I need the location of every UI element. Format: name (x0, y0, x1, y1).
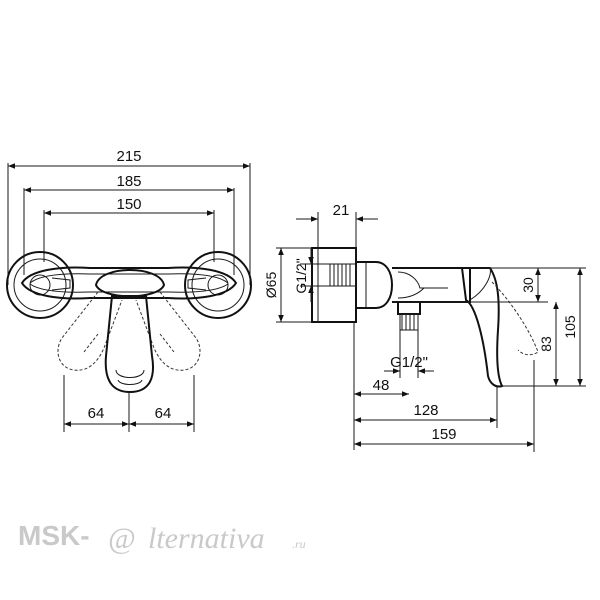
dim-label-128: 128 (413, 402, 438, 419)
dim-label-d65: Ø65 (263, 272, 279, 299)
right-escutcheon (184, 251, 252, 319)
side-view: 21 Ø65 G1/2" G1/2" 48 128 159 (263, 202, 586, 452)
svg-text:@: @ (108, 522, 136, 555)
dim-label-thread-bottom: G1/2" (390, 354, 428, 371)
dim-label-150: 150 (116, 196, 141, 213)
side-handle (460, 267, 539, 388)
watermark-logo: MSK- @ lternativa .ru (18, 520, 306, 555)
handle-center (104, 295, 154, 394)
svg-text:lternativa: lternativa (148, 522, 265, 555)
left-escutcheon (6, 251, 74, 319)
dim-label-21: 21 (333, 202, 350, 219)
handle-base (94, 269, 166, 298)
dim-label-105: 105 (562, 315, 578, 339)
handle-swing-left (57, 291, 123, 371)
dim-label-159: 159 (431, 426, 456, 443)
handle-swing-right (135, 291, 201, 371)
front-view: 215 185 150 (6, 148, 252, 432)
dim-label-83: 83 (538, 336, 554, 352)
thread-top (317, 263, 357, 287)
dim-label-215: 215 (116, 148, 141, 165)
dim-label-185: 185 (116, 173, 141, 190)
side-nut (356, 261, 394, 309)
svg-text:MSK-: MSK- (18, 520, 90, 551)
svg-text:.ru: .ru (292, 537, 306, 551)
dim-label-64-right: 64 (155, 405, 172, 422)
side-outlet (397, 301, 421, 331)
dim-label-64-left: 64 (88, 405, 105, 422)
dim-label-30: 30 (520, 277, 536, 293)
dim-label-48: 48 (373, 377, 390, 394)
dim-label-thread-top: G1/2" (293, 258, 309, 293)
mixer-body (20, 266, 238, 300)
